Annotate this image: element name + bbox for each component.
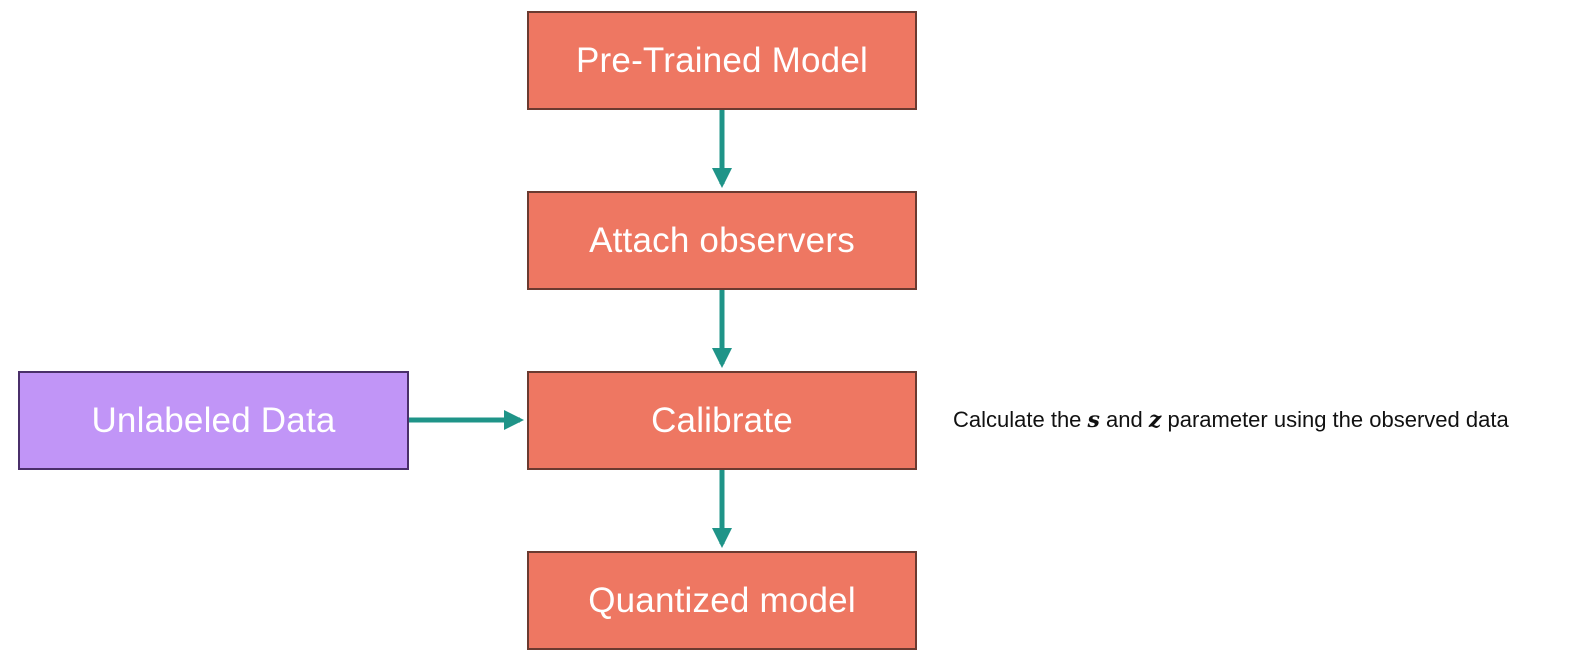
node-unlabeled-data: Unlabeled Data [18, 371, 409, 470]
annotation-prefix: Calculate the [953, 407, 1088, 432]
calibrate-annotation: Calculate the s and z parameter using th… [953, 404, 1509, 436]
annotation-suffix: parameter using the observed data [1161, 407, 1509, 432]
annotation-middle: and [1099, 407, 1149, 432]
node-label: Attach observers [589, 220, 855, 260]
node-calibrate: Calibrate [527, 371, 917, 470]
variable-s: s [1087, 407, 1100, 433]
node-pretrained-model: Pre-Trained Model [527, 11, 917, 110]
node-label: Pre-Trained Model [576, 40, 868, 80]
node-attach-observers: Attach observers [527, 191, 917, 290]
variable-z: z [1148, 407, 1162, 433]
node-label: Unlabeled Data [91, 400, 336, 440]
node-quantized-model: Quantized model [527, 551, 917, 650]
node-label: Quantized model [588, 580, 856, 620]
node-label: Calibrate [651, 400, 793, 440]
